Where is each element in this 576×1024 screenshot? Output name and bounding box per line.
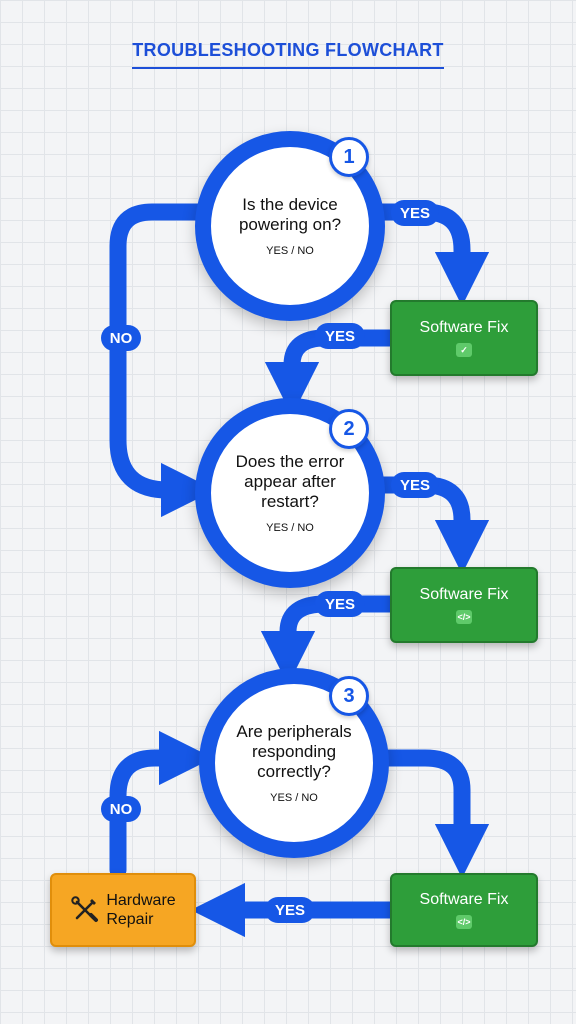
arrow-yes-3 xyxy=(351,749,490,879)
decision-2-options: YES / NO xyxy=(266,522,314,534)
check-icon: ✓ xyxy=(456,343,472,357)
software-fix-1-label: Software Fix xyxy=(419,319,509,336)
step-3-badge: 3 xyxy=(329,676,369,716)
decision-3-question: Are peripherals responding correctly? xyxy=(236,722,352,781)
hardware-label-line2: Repair xyxy=(106,911,154,928)
software-fix-box-2[interactable]: Software Fix </> xyxy=(390,567,538,643)
label-yes-back-1: YES xyxy=(315,323,365,349)
software-fix-2-label: Software Fix xyxy=(419,586,509,603)
decision-2-question: Does the error appear after restart? xyxy=(235,452,345,511)
arrow-no-3 xyxy=(109,730,214,879)
code-icon: </> xyxy=(456,915,472,929)
decision-1-options: YES / NO xyxy=(266,245,314,257)
code-icon: </> xyxy=(456,610,472,624)
step-2-badge: 2 xyxy=(329,409,369,449)
step-1-badge: 1 xyxy=(329,137,369,177)
label-yes-3: YES xyxy=(265,897,315,923)
label-yes-1: YES xyxy=(391,200,439,226)
software-fix-box-1[interactable]: Software Fix ✓ xyxy=(390,300,538,376)
label-yes-back-2: YES xyxy=(315,591,365,617)
page-title: TROUBLESHOOTING FLOWCHART xyxy=(0,40,576,69)
hardware-repair-box[interactable]: Hardware Repair xyxy=(50,873,196,947)
software-fix-3-label: Software Fix xyxy=(419,891,509,908)
hardware-label-line1: Hardware xyxy=(106,892,176,909)
label-yes-2: YES xyxy=(391,472,439,498)
decision-1-question: Is the device powering on? xyxy=(238,195,342,234)
decision-3-options: YES / NO xyxy=(270,792,318,804)
label-no-3: NO xyxy=(101,796,141,822)
software-fix-box-3[interactable]: Software Fix </> xyxy=(390,873,538,947)
label-no-1: NO xyxy=(101,325,141,351)
arrow-no-1 xyxy=(109,203,224,518)
tools-icon xyxy=(71,896,99,922)
